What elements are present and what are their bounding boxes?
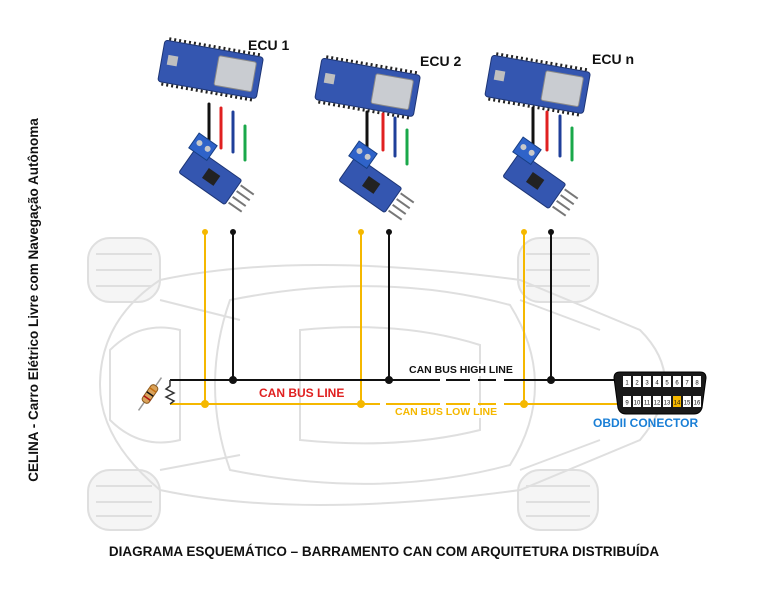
obd-pin-label-11: 11 bbox=[644, 401, 651, 407]
obd-pin-label-9: 9 bbox=[625, 401, 629, 407]
bus-drops bbox=[202, 229, 554, 404]
obd-pin-11 bbox=[643, 396, 651, 407]
obd-pin-12 bbox=[653, 396, 661, 407]
obd-pin-label-16: 16 bbox=[694, 401, 701, 407]
obd-pin-label-2: 2 bbox=[635, 381, 639, 387]
obd-pin-label-13: 13 bbox=[664, 401, 671, 407]
obd-pin-label-5: 5 bbox=[665, 381, 669, 387]
obd-pin-9 bbox=[623, 396, 631, 407]
ecu-n-label: ECU n bbox=[592, 51, 634, 67]
ecu-2-label: ECU 2 bbox=[420, 53, 462, 69]
obd-pin-16 bbox=[693, 396, 701, 407]
obd-pin-label-8: 8 bbox=[695, 381, 699, 387]
ecu-board-n bbox=[484, 52, 591, 117]
obd-pin-label-15: 15 bbox=[684, 401, 691, 407]
can-bus-low-line-label: CAN BUS LOW LINE bbox=[392, 406, 501, 418]
can-module-1 bbox=[179, 132, 255, 213]
obd-pin-2 bbox=[633, 376, 641, 387]
obd-pin-15 bbox=[683, 396, 691, 407]
diagram-caption: DIAGRAMA ESQUEMÁTICO – BARRAMENTO CAN CO… bbox=[108, 544, 660, 559]
obd-pin-label-3: 3 bbox=[645, 381, 649, 387]
vertical-title: CELINA - Carro Elétrico Livre com Navega… bbox=[26, 118, 41, 482]
termination-resistor bbox=[137, 377, 176, 411]
obd-pin-label-14: 14 bbox=[674, 401, 681, 407]
obd-connector-label: OBDII CONECTOR bbox=[593, 416, 699, 430]
obd-pin-10 bbox=[633, 396, 641, 407]
can-module-n bbox=[503, 136, 579, 217]
obd-pin-6 bbox=[673, 376, 681, 387]
ecu-board-2 bbox=[314, 55, 421, 120]
obd-pin-label-1: 1 bbox=[625, 381, 629, 387]
ecu-board-1 bbox=[157, 37, 264, 102]
can-module-2 bbox=[339, 140, 415, 221]
obd-pin-5 bbox=[663, 376, 671, 387]
obd-pin-label-6: 6 bbox=[675, 381, 679, 387]
obd-pin-label-4: 4 bbox=[655, 381, 659, 387]
obd-pin-3 bbox=[643, 376, 651, 387]
can-bus-high-line-label: CAN BUS HIGH LINE bbox=[406, 364, 516, 376]
obd-pin-8 bbox=[693, 376, 701, 387]
ecu-1-label: ECU 1 bbox=[248, 37, 290, 53]
obd-pin-label-7: 7 bbox=[685, 381, 689, 387]
obd-pin-14 bbox=[673, 396, 681, 407]
obd-pin-label-12: 12 bbox=[654, 401, 661, 407]
can-low-line bbox=[170, 400, 618, 408]
can-bus-line-label: CAN BUS LINE bbox=[259, 386, 345, 400]
obd-pin-label-10: 10 bbox=[634, 401, 641, 407]
can-high-line bbox=[170, 376, 618, 384]
obd-pin-1 bbox=[623, 376, 631, 387]
obd-pin-7 bbox=[683, 376, 691, 387]
obd-pin-4 bbox=[653, 376, 661, 387]
obd-pin-13 bbox=[663, 396, 671, 407]
car-outline bbox=[87, 237, 666, 531]
